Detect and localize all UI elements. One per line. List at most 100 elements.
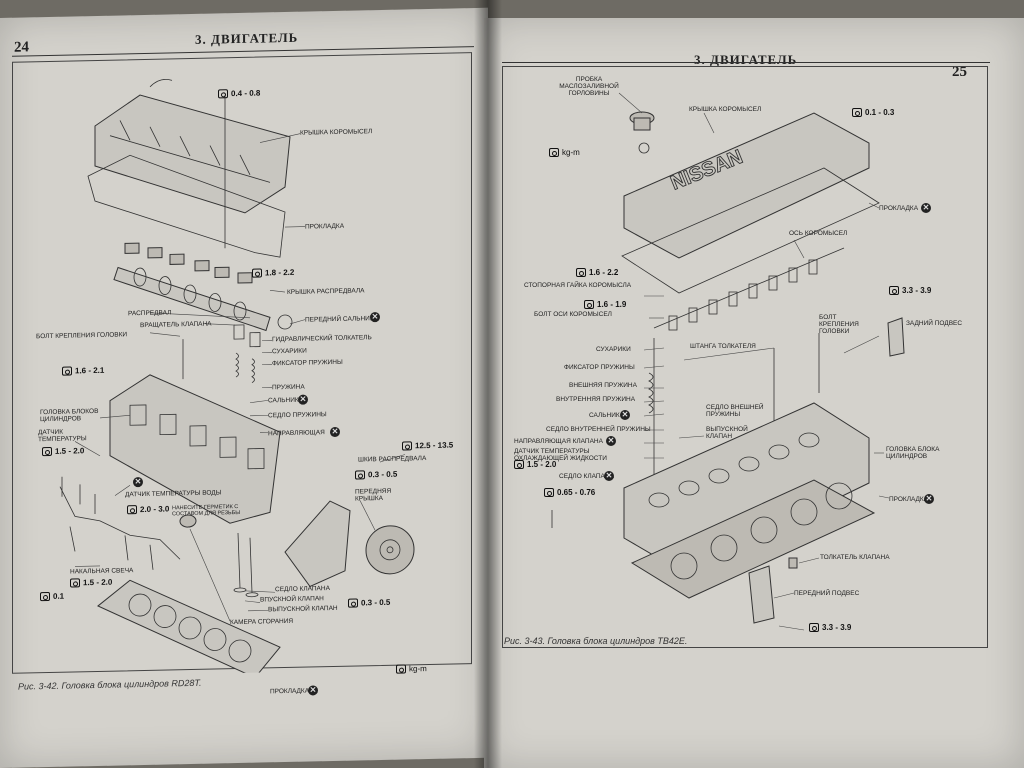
replace-icon: ✕	[604, 471, 614, 481]
label-front-seal: Передний сальник	[305, 315, 374, 324]
torque-spec: 2.0 - 3.0	[127, 504, 169, 515]
torque-spec: 3.3 - 3.9	[889, 286, 931, 295]
cylinder-head-shape	[623, 402, 870, 574]
label-intake-valve: Впускной клапан	[260, 595, 324, 604]
chapter-title: 3. ДВИГАТЕЛЬ	[694, 52, 798, 67]
label-rocker-nut: Стопорная гайка коромысла	[524, 282, 632, 289]
label-rocker-cover: Крышка коромысел	[689, 106, 762, 113]
label-valve-rotator: Вращатель клапана	[140, 320, 212, 330]
wrench-icon	[348, 598, 358, 608]
right-page: 3. ДВИГАТЕЛЬ 25 NISSAN	[484, 18, 1024, 768]
label-outer-spring: Внешняя пружина	[569, 382, 637, 389]
figure-caption: Рис. 3-42. Головка блока цилиндров RD28T…	[18, 677, 202, 692]
label-inner-spring: Внутренняя пружина	[556, 396, 636, 403]
label-cam-pulley: Шкив распредвала	[358, 455, 427, 464]
wrench-icon	[544, 488, 554, 497]
head-gasket-shape	[97, 579, 281, 678]
label-valve-guide: Направляющая клапана	[514, 438, 603, 445]
label-inner-spring-seat: Седло внутренней пружины	[546, 426, 651, 433]
wrench-icon	[218, 89, 228, 99]
figure-caption: Рис. 3-43. Головка блока цилиндров TB42E…	[504, 636, 688, 646]
torque-spec: 0.1	[40, 592, 64, 602]
cylinder-head-shape	[109, 374, 281, 524]
page-number: 25	[952, 64, 967, 80]
left-page: 24 3. ДВИГАТЕЛЬ	[0, 7, 488, 768]
label-front-hanger: Передний подвес	[794, 590, 860, 597]
wrench-icon	[576, 268, 586, 277]
unit-legend: kg-m	[549, 148, 580, 157]
label-valve-seat: Седло клапана	[275, 585, 330, 594]
wrench-icon	[62, 366, 72, 376]
label-filler-cap: Пробка маслозаливной горловины	[559, 76, 619, 97]
wrench-icon	[252, 268, 262, 278]
label-temp-sensor: Датчик температуры	[38, 428, 87, 444]
front-cover-shape	[284, 500, 351, 588]
wrench-icon	[852, 108, 862, 117]
tb42e-exploded-diagram: NISSAN	[551, 92, 905, 631]
book-gutter	[474, 0, 502, 768]
label-glow-plug: Накальная свеча	[70, 567, 134, 576]
label-valve-guide: Направляющая	[268, 429, 325, 438]
label-spring-seat: Седло пружины	[268, 411, 327, 420]
label-lifter: Толкатель клапана	[820, 554, 890, 561]
label-oil-seal: Сальник	[268, 396, 299, 405]
torque-spec: 1.6 - 1.9	[584, 300, 626, 309]
rd28t-exploded-diagram	[59, 78, 415, 678]
wrench-icon	[42, 446, 52, 457]
replace-icon: ✕	[924, 494, 934, 504]
front-hanger-shape	[748, 565, 775, 624]
label-combustion-chamber: Камера сгорания	[230, 617, 294, 627]
replace-icon: ✕	[308, 685, 318, 696]
label-pushrod: Штанга толкателя	[690, 343, 756, 350]
torque-spec: 0.1 - 0.3	[852, 108, 894, 117]
wrench-icon	[402, 441, 412, 451]
camshaft-caps	[124, 242, 253, 284]
wrench-icon	[396, 664, 406, 674]
torque-spec: 0.4 - 0.8	[218, 89, 260, 99]
label-camshaft: Распредвал	[128, 309, 172, 318]
torque-spec: 12.5 - 13.5	[402, 441, 453, 451]
torque-spec: 1.6 - 2.1	[62, 366, 104, 376]
wrench-icon	[514, 460, 524, 469]
label-rocker-bolt: Болт оси коромысел	[534, 311, 612, 318]
label-cylinder-head: Головка блока цилиндров	[886, 446, 940, 460]
label-spring-retainer: Фиксатор пружины	[564, 364, 635, 371]
torque-spec: 0.3 - 0.5	[355, 470, 397, 480]
torque-spec: 1.6 - 2.2	[576, 268, 618, 277]
wrench-icon	[40, 591, 50, 602]
torque-spec: 0.3 - 0.5	[348, 598, 390, 608]
label-sealant-note: Нанесите герметик с составом для резьбы	[172, 504, 241, 518]
label-outer-spring-seat: Седло внешней пружины	[706, 404, 764, 418]
rocker-cover-shape	[623, 112, 870, 259]
label-cylinder-head: Головка блоков цилиндров	[40, 407, 99, 424]
camshaft-shape	[113, 266, 271, 332]
torque-spec: 1.5 - 2.0	[42, 446, 84, 457]
torque-spec: 1.5 - 2.0	[514, 460, 556, 469]
label-gasket: Прокладка	[305, 222, 345, 231]
rear-hanger-shape	[887, 317, 905, 357]
wrench-icon	[127, 505, 137, 515]
replace-icon: ✕	[606, 436, 616, 446]
label-rear-hanger: Задний подвес	[906, 320, 963, 327]
label-gasket: Прокладка	[879, 205, 919, 212]
wrench-icon	[809, 623, 819, 632]
label-spring: Пружина	[272, 383, 305, 392]
header-rule	[502, 62, 990, 63]
combustion-chamber-insert	[179, 514, 197, 528]
breather-hose	[149, 78, 173, 88]
wrench-icon	[549, 148, 559, 157]
glow-plug-harness	[59, 486, 181, 560]
wrench-icon	[889, 286, 899, 295]
label-rocker-shaft: Ось коромысел	[789, 230, 848, 237]
label-collets: Сухарики	[596, 346, 631, 353]
replace-icon: ✕	[620, 410, 630, 420]
label-head-gasket: Прокладка	[889, 496, 929, 503]
unit-legend: kg-m	[396, 664, 427, 674]
label-coolant-temp-sensor: Датчик температуры охлаждающей жидкости	[514, 448, 607, 462]
rocker-gasket-shape	[87, 154, 286, 258]
wrench-icon	[584, 300, 594, 309]
figure-frame	[502, 66, 988, 648]
label-collets: Сухарики	[272, 347, 307, 356]
rocker-cover-shape	[94, 94, 291, 214]
label-head-gasket: Прокладка	[270, 687, 310, 696]
